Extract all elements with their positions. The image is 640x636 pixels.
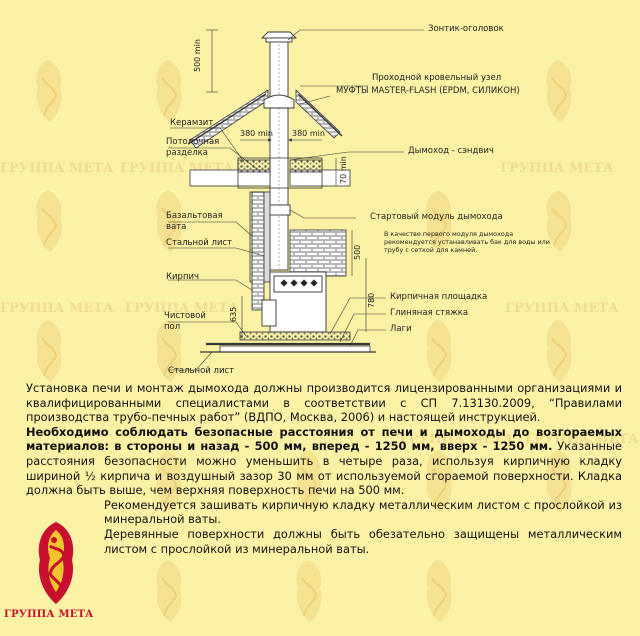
brick-wall [249, 191, 347, 311]
label-brick-platform: Кирпичная площадка [390, 292, 488, 302]
instruction-text: Установка печи и монтаж дымохода должны … [26, 381, 622, 556]
label-steel-sheet-2: Стальной лист [168, 366, 235, 376]
dim-780: 780 [367, 293, 376, 308]
label-logs: Лаги [390, 324, 412, 334]
dim-380-min-left: 380 min [240, 129, 273, 138]
label-clean-floor-2: пол [164, 322, 181, 332]
brand-name: ГРУППА МЕТА [4, 609, 94, 620]
floor [200, 331, 376, 353]
paragraph-4: Деревянные поверхности должны быть обеза… [104, 526, 622, 556]
stove [261, 271, 327, 333]
chimney-pipe [260, 31, 298, 271]
label-ceiling-1: Потолочная [166, 137, 220, 147]
stove-installation-diagram: 500 min 380 min 380 min 70 min 500 780 6… [168, 29, 424, 371]
dim-500: 500 [353, 245, 362, 260]
label-steel-sheet: Стальной лист [166, 238, 233, 248]
diagram-note: В качестве первого модуля дымохода реком… [384, 230, 550, 254]
label-clay-screed: Глиняная стяжка [390, 308, 469, 318]
paragraph-2: Необходимо соблюдать безопасные расстоян… [26, 425, 622, 498]
dim-635: 635 [229, 307, 238, 322]
label-keramzit: Керамзит [170, 118, 214, 128]
label-umbrella: Зонтик-оголовок [428, 24, 504, 34]
label-muff: МУФТЫ MASTER-FLASH (EPDM, СИЛИКОН) [336, 86, 520, 96]
dim-70-min: 70 min [339, 156, 348, 184]
ceiling [189, 157, 351, 189]
label-basalt-1: Базальтовая [166, 211, 223, 221]
dim-380-min-right: 380 min [292, 129, 325, 138]
safety-distances: Необходимо соблюдать безопасные расстоян… [26, 424, 622, 454]
label-brick: Кирпич [166, 272, 200, 282]
label-clean-floor-1: Чистовой [164, 311, 206, 321]
paragraph-1: Установка печи и монтаж дымохода должны … [26, 381, 622, 425]
brand-logo-icon [38, 522, 74, 604]
label-start-module: Стартовый модуль дымохода [370, 212, 503, 222]
safety-reduction: Указанные расстояния безопасности можно … [26, 439, 622, 498]
dim-500-min: 500 min [193, 39, 202, 72]
label-roof-pass: Проходной кровельный узел [372, 73, 502, 83]
paragraph-3: Рекомендуется зашивать кирпичную кладку … [104, 497, 622, 527]
label-chimney: Дымоход - сэндвич [408, 146, 494, 156]
label-ceiling-2: разделка [166, 148, 209, 158]
label-basalt-2: вата [166, 222, 187, 232]
